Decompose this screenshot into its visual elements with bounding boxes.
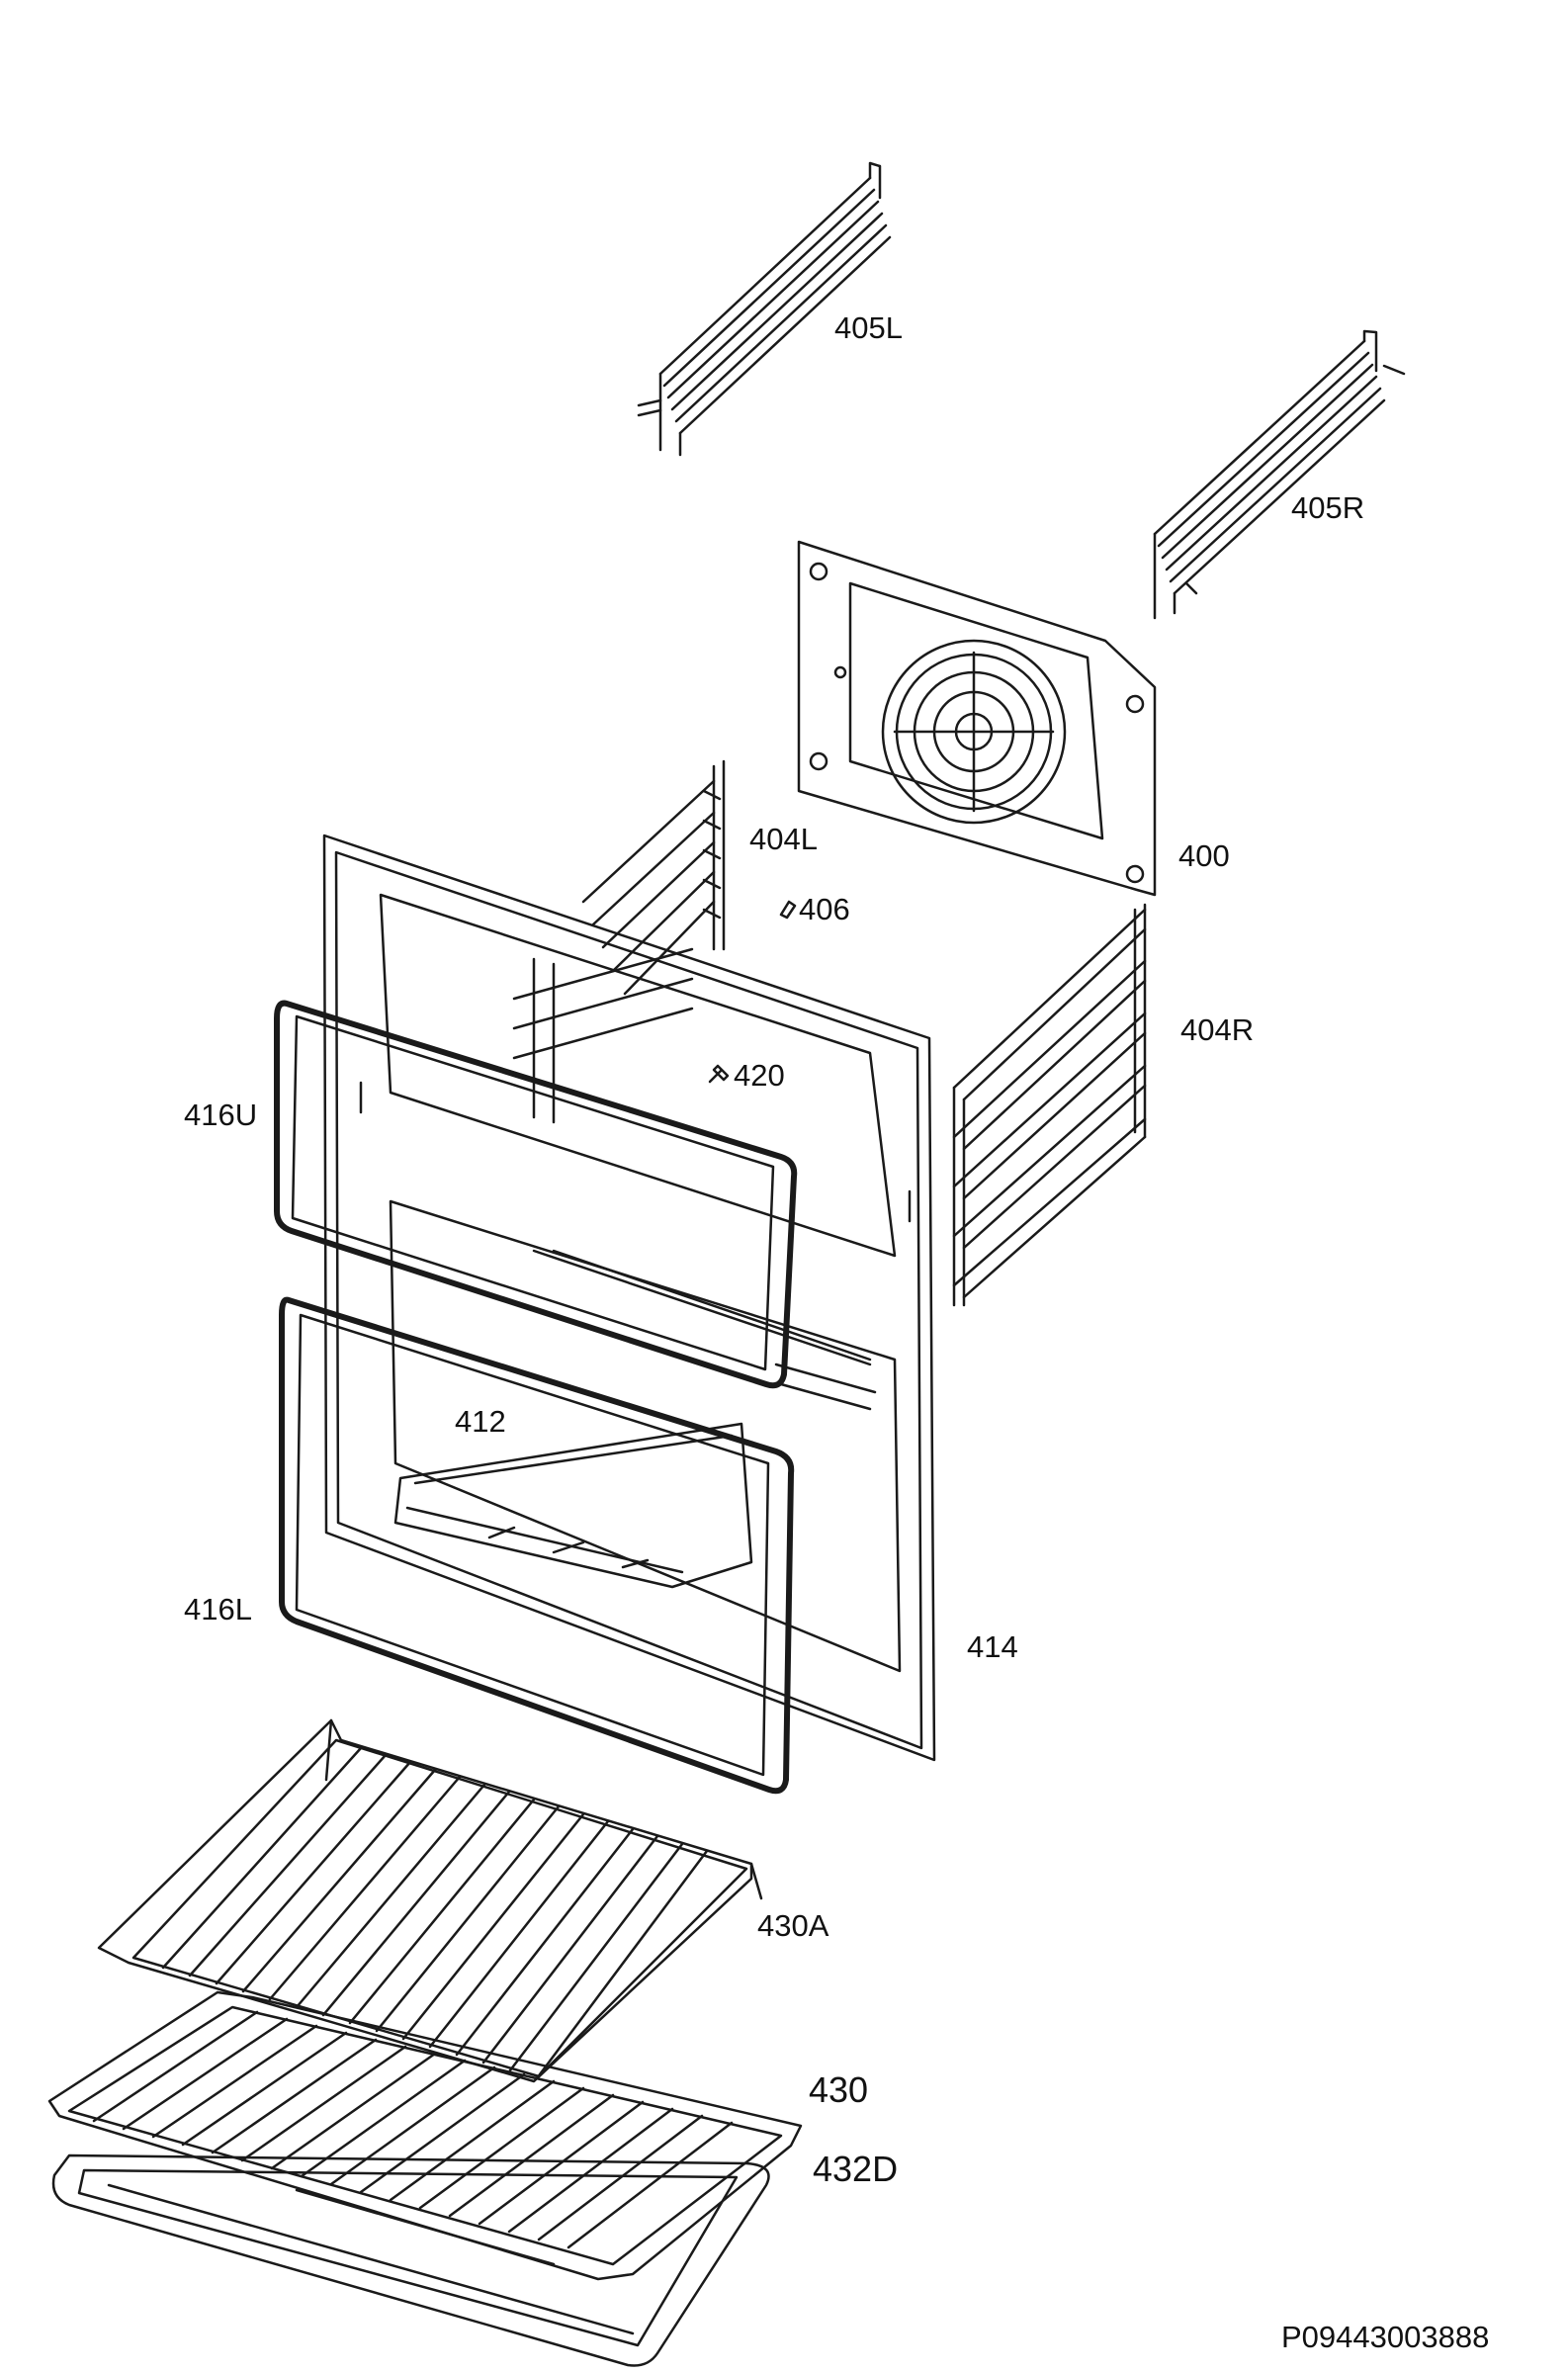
part-405L-side-rail	[637, 161, 892, 457]
reference-code: P09443003888	[1281, 2320, 1490, 2354]
callout-404R: 404R	[1180, 1012, 1255, 1047]
part-420-screw	[708, 1064, 730, 1084]
part-404L-shelf-support	[581, 759, 726, 996]
callout-430A: 430A	[757, 1908, 829, 1943]
callout-406: 406	[799, 892, 850, 926]
part-400-back-panel	[797, 540, 1157, 897]
part-404R-shelf-support	[952, 903, 1147, 1307]
part-412-tray	[393, 1422, 753, 1589]
part-430A-wire-shelf	[97, 1718, 763, 2083]
part-430-grill	[47, 1990, 803, 2281]
callout-404L: 404L	[749, 822, 818, 856]
part-406-screw	[779, 900, 797, 920]
part-414-cavity-frame	[322, 834, 936, 1762]
callout-432D: 432D	[813, 2149, 899, 2189]
callout-400: 400	[1178, 838, 1230, 873]
callout-416L: 416L	[184, 1592, 252, 1626]
callout-405L: 405L	[834, 310, 903, 345]
callout-430: 430	[809, 2069, 869, 2110]
part-432D-drip-pan	[51, 2153, 770, 2367]
callout-414: 414	[967, 1629, 1018, 1664]
part-416L-door-seal	[279, 1296, 795, 1795]
part-405R-side-rail	[1153, 329, 1406, 620]
part-416U-door-seal	[274, 1000, 798, 1389]
callout-416U: 416U	[184, 1098, 258, 1132]
callout-405R: 405R	[1291, 490, 1365, 525]
callout-412: 412	[455, 1404, 506, 1439]
callout-420: 420	[734, 1058, 785, 1093]
